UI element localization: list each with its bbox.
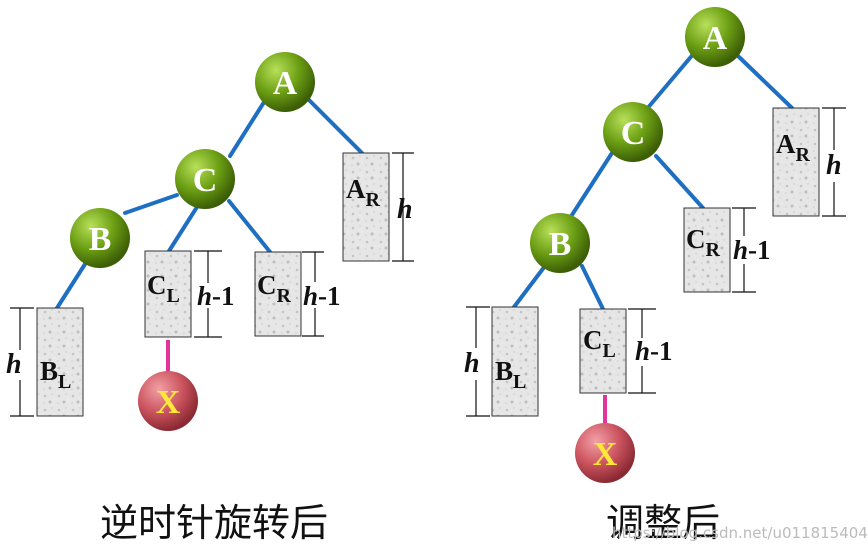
height-brackets [10,152,414,417]
node-label: C [193,162,218,199]
edge-a-ar [307,98,364,155]
subtree-label-ar: AR [346,174,381,211]
edge-b-bl [512,264,547,309]
height-label-cl: h-1 [197,281,235,311]
node-label: X [156,384,181,421]
subtree-box-ar [342,152,390,262]
height-brackets [466,107,846,417]
height-label-cr: h-1 [303,281,341,311]
height-label-cl: h-1 [635,336,673,366]
subtree-box-cr [254,251,302,337]
edge-c-cr [227,199,272,254]
right-tree-edges [512,50,794,311]
height-label-ar: h [826,150,842,181]
node-x: X [575,423,635,483]
left-tree: A C B X AR CL CR BL h h-1 h-1 h [6,52,414,431]
subtree-label-cl: CL [583,325,616,362]
node-x: X [138,371,198,431]
subtree-box-bl [491,306,539,417]
node-a: A [255,52,315,112]
bracket-ar [822,107,846,217]
node-c: C [603,102,663,162]
node-c: C [175,149,235,209]
node-label: B [89,221,112,258]
height-label-bl: h [6,349,22,380]
watermark: https://blog.csdn.net/u011815404 [612,524,868,542]
edge-c-b [123,193,179,215]
edge-b-cl [580,264,605,311]
edge-c-cr [654,154,705,210]
bracket-cr [732,207,756,293]
bracket-bl [10,307,34,417]
right-tree: A C B X AR CR BL CL h h-1 h h-1 [464,7,846,483]
left-tree-edges [55,97,364,310]
edge-c-b [568,151,614,220]
bracket-ar [392,152,414,262]
subtree-box-cl [144,250,192,338]
edge-a-ar [736,54,794,110]
node-label: X [593,436,618,473]
subtree-box-ar [772,107,820,217]
edge-a-c [644,50,697,112]
edge-a-c [228,97,268,158]
caption-right: 调整后 [606,501,721,545]
caption-left: 逆时针旋转后 [100,501,329,545]
height-label-ar: h [397,194,413,225]
edge-b-bl [55,259,89,310]
bracket-cr [302,251,324,337]
edge-c-cl [167,205,199,253]
subtree-label-cr: CR [686,224,721,261]
node-b: B [530,213,590,273]
node-b: B [70,208,130,268]
node-label: A [273,65,298,102]
subtree-box-cr [683,207,731,293]
subtree-box-bl [36,307,84,417]
subtree-label-ar: AR [776,129,811,166]
subtree-label-cl: CL [147,270,180,307]
bracket-bl [466,306,490,417]
node-a: A [685,7,745,67]
subtree-label-cr: CR [257,270,292,307]
bracket-cl [628,308,656,394]
node-label: A [703,20,728,57]
subtree-label-bl: BL [40,356,71,393]
height-label-cr: h-1 [733,235,771,265]
subtree-label-bl: BL [495,356,526,393]
node-label: C [621,115,646,152]
height-label-bl: h [464,348,480,379]
node-label: B [549,226,572,263]
bracket-cl [194,250,222,338]
subtree-box-cl [579,308,627,394]
